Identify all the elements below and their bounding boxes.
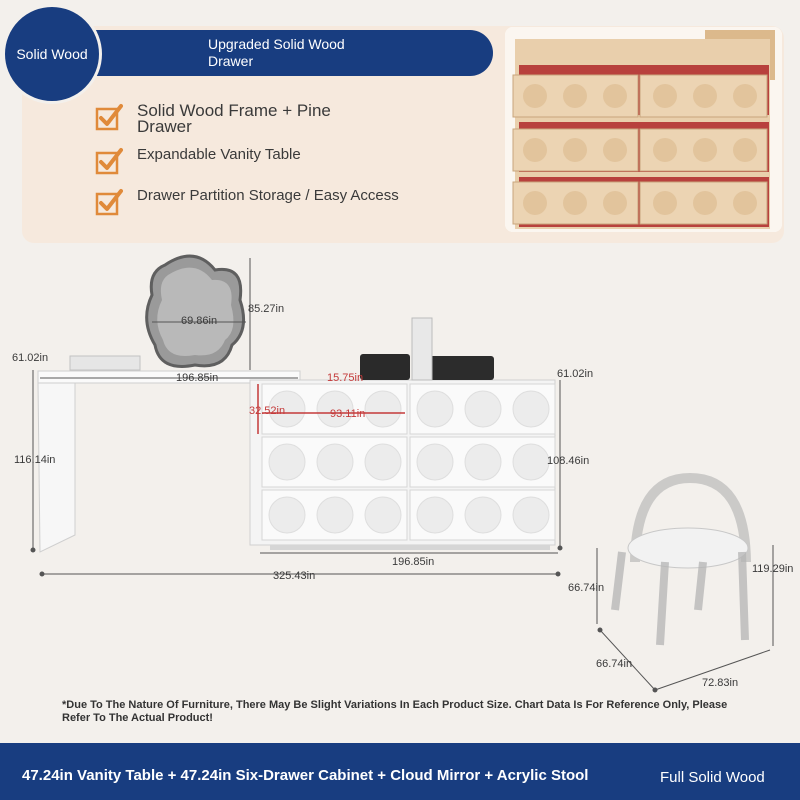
feature-label: Drawer Partition Storage / Easy Access [137,187,399,204]
checkbox-check-icon [95,104,123,131]
six-drawer-cabinet [249,379,556,550]
dimension-label: 72.83in [702,677,739,689]
dimension-label: 61.02in [12,352,49,364]
dimension-label: 116.14in [14,454,56,466]
solid-wood-badge: Solid Wood [2,4,102,104]
vanity-top [37,370,301,384]
dimension-label: 32.52in [249,405,286,417]
books-decor [411,317,433,381]
dimension-label: 196.85in [392,556,435,568]
feature-item: Expandable Vanity Table [95,147,301,175]
dimension-label: 119.29in [752,563,794,575]
footer-product-summary: 47.24in Vanity Table + 47.24in Six-Drawe… [22,767,589,784]
dimension-label: 61.02in [557,368,594,380]
dimension-label: 85.27in [248,303,285,315]
feature-label: Expandable Vanity Table [137,146,301,163]
dimension-label: 66.74in [596,658,633,670]
vanity-leg [37,382,76,553]
title-banner [48,30,493,76]
disclaimer-note: *Due To The Nature Of Furniture, There M… [62,699,728,724]
speaker-decor [360,354,410,380]
footer-bar [0,743,800,800]
footer-tag: Full Solid Wood [660,769,765,786]
feature-item: Drawer Partition Storage / Easy Access [95,188,399,216]
drawer-photo [505,27,782,232]
dimension-label: 15.75in [327,372,364,384]
dimension-label: 66.74in [568,582,605,594]
checkbox-check-icon [95,189,123,216]
acrylic-stool [611,472,751,646]
vanity-tray [69,355,141,371]
feature-label: Solid Wood Frame + Pine Drawer [137,101,331,136]
banner-title: Upgraded Solid Wood Drawer [208,36,345,69]
box-decor [428,356,494,380]
feature-item: Solid Wood Frame + Pine Drawer [95,101,367,136]
cloud-mirror [145,254,246,368]
dimension-label: 108.46in [547,455,590,467]
dimension-label: 69.86in [181,315,218,327]
dimension-label: 325.43in [273,570,316,582]
dimension-label: 93.11in [330,408,366,420]
checkbox-check-icon [95,148,123,175]
dimension-label: 196.85in [176,372,219,384]
drawer-illustration [505,27,782,232]
